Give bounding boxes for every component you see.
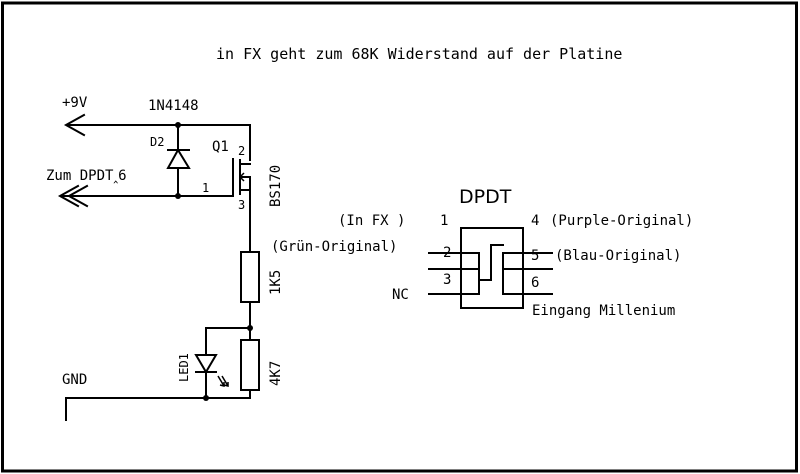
dpdt-pin-1: 1 [440,213,448,229]
led-ref: LED1 [177,353,191,382]
diode-d2 [166,122,191,199]
resistor-4k7-value: 4K7 [268,361,284,386]
resistor-1k5 [240,251,260,341]
dpdt-pin-6: 6 [531,275,539,291]
mosfet-part: BS170 [268,165,284,207]
resistor-4k7 [240,339,260,399]
supply-arrow [63,113,251,137]
mosfet-pin2: 2 [238,144,245,158]
dpdt-pin-2: 2 [443,245,451,261]
dpdt-label-pin4: (Purple-Original) [550,213,693,229]
dpdt-switch [428,227,553,309]
led1 [194,327,251,401]
dpdt-output-label: Zum DPDT‸6 [46,168,127,184]
ground-rail [65,397,251,421]
dpdt-pin-3: 3 [443,272,451,288]
note-text: in FX geht zum 68K Widerstand auf der Pl… [216,45,622,63]
diode-part: 1N4148 [148,98,199,114]
ground-label: GND [62,372,87,388]
resistor-1k5-value: 1K5 [268,270,284,295]
dpdt-output-arrow [57,184,234,208]
dpdt-label-pin5: (Blau-Original) [555,248,681,264]
dpdt-label-nc: NC [392,287,409,303]
mosfet-ref: Q1 [212,139,229,155]
dpdt-label-pin2: (Grün-Original) [271,239,397,255]
dpdt-pin-4: 4 [531,213,539,229]
diode-ref: D2 [150,135,164,149]
mosfet-pin3: 3 [238,198,245,212]
dpdt-title: DPDT [459,186,512,208]
mosfet-q1 [232,124,251,253]
dpdt-label-pin6: Eingang Millenium [532,303,675,319]
dpdt-pin-5: 5 [531,248,539,264]
mosfet-pin1: 1 [202,181,209,195]
dpdt-label-pin1: (In FX ) [338,213,405,229]
supply-label: +9V [62,95,88,111]
